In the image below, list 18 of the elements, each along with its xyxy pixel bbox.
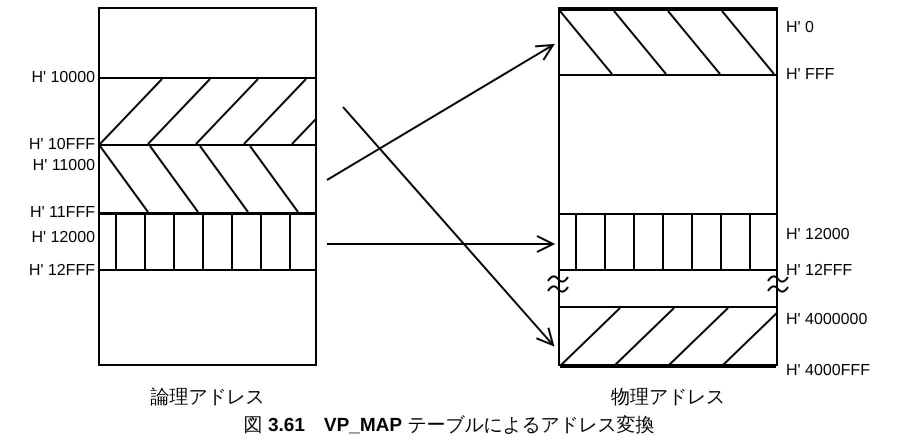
- box-heading: 論理アドレス: [150, 386, 266, 410]
- arrow: [342, 106, 554, 346]
- address-label: H' FFF: [786, 66, 834, 84]
- box-heading: 物理アドレス: [610, 386, 726, 410]
- address-label: H' 12FFF: [786, 262, 852, 280]
- address-label: H' 12000: [31, 229, 95, 247]
- address-label: H' 0: [786, 19, 814, 37]
- address-label: H' 10FFF: [28, 136, 95, 154]
- address-label: H' 12FFF: [28, 262, 95, 280]
- address-label: H' 12000: [786, 226, 850, 244]
- address-label: H' 11FFF: [30, 204, 95, 222]
- arrow: [326, 44, 554, 181]
- address-label: H' 11000: [32, 157, 95, 175]
- address-label: H' 10000: [31, 69, 95, 87]
- address-label: H' 4000FFF: [786, 362, 870, 380]
- address-label: H' 4000000: [786, 311, 868, 329]
- arrow: [327, 235, 554, 253]
- figure-caption: 図 3.61 VP_MAP テーブルによるアドレス変換: [242, 414, 656, 436]
